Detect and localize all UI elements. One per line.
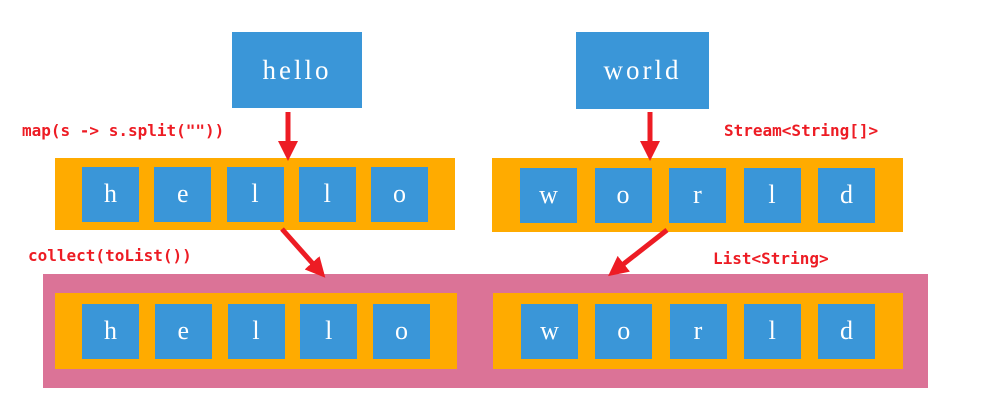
source-box-hello: hello xyxy=(232,32,362,108)
stream-array-hello: h e l l o xyxy=(55,158,455,230)
char-glyph: e xyxy=(177,316,190,345)
char-cell: d xyxy=(818,167,875,223)
char-glyph: o xyxy=(393,179,406,208)
char-cell: l xyxy=(298,166,356,222)
char-glyph: l xyxy=(768,316,776,345)
char-glyph: o xyxy=(616,180,630,209)
char-glyph: l xyxy=(251,179,259,208)
label-map-operation: map(s -> s.split("")) xyxy=(22,121,225,140)
char-cell: e xyxy=(154,166,212,222)
char-glyph: r xyxy=(693,180,702,209)
char-cell: o xyxy=(594,167,652,223)
char-cell: l xyxy=(300,303,358,359)
label-collect-operation: collect(toList()) xyxy=(28,246,192,265)
char-cell: l xyxy=(743,303,801,359)
label-stream-type: Stream<String[]> xyxy=(724,121,879,140)
char-glyph: l xyxy=(325,316,333,345)
char-glyph: h xyxy=(104,179,117,208)
source-box-world: world xyxy=(576,32,709,109)
char-cell: o xyxy=(371,166,428,222)
char-cell: h xyxy=(82,166,139,222)
source-label-world: world xyxy=(603,55,682,85)
char-cell: l xyxy=(226,166,284,222)
char-cell: l xyxy=(743,167,801,223)
char-glyph: w xyxy=(539,180,558,209)
char-cell: h xyxy=(82,303,139,359)
char-cell: d xyxy=(818,303,875,359)
char-glyph: o xyxy=(395,316,408,345)
stream-array-world: w o r l d xyxy=(492,158,903,232)
source-label-hello: hello xyxy=(262,54,332,85)
char-cell: o xyxy=(373,303,430,359)
char-glyph: l xyxy=(252,316,260,345)
char-cell: r xyxy=(669,303,727,359)
label-list-type: List<String> xyxy=(713,249,829,268)
char-cell: o xyxy=(595,303,653,359)
char-glyph: d xyxy=(840,316,853,345)
char-cell: l xyxy=(227,303,285,359)
char-glyph: w xyxy=(540,316,559,345)
arrow-stream-to-list-left xyxy=(280,227,326,278)
list-array-hello: h e l l o xyxy=(55,293,457,369)
char-cell: w xyxy=(520,167,577,223)
char-glyph: d xyxy=(840,180,853,209)
char-glyph: r xyxy=(693,316,703,345)
char-cell: r xyxy=(669,167,726,223)
arrow-stream-to-list-right xyxy=(608,228,669,277)
char-glyph: e xyxy=(176,179,189,208)
char-glyph: o xyxy=(617,316,631,345)
list-array-world: w o r l d xyxy=(493,293,903,369)
char-glyph: h xyxy=(104,316,117,345)
char-glyph: l xyxy=(323,179,331,208)
char-cell: w xyxy=(521,303,578,359)
char-glyph: l xyxy=(768,180,776,209)
char-cell: e xyxy=(154,303,212,359)
